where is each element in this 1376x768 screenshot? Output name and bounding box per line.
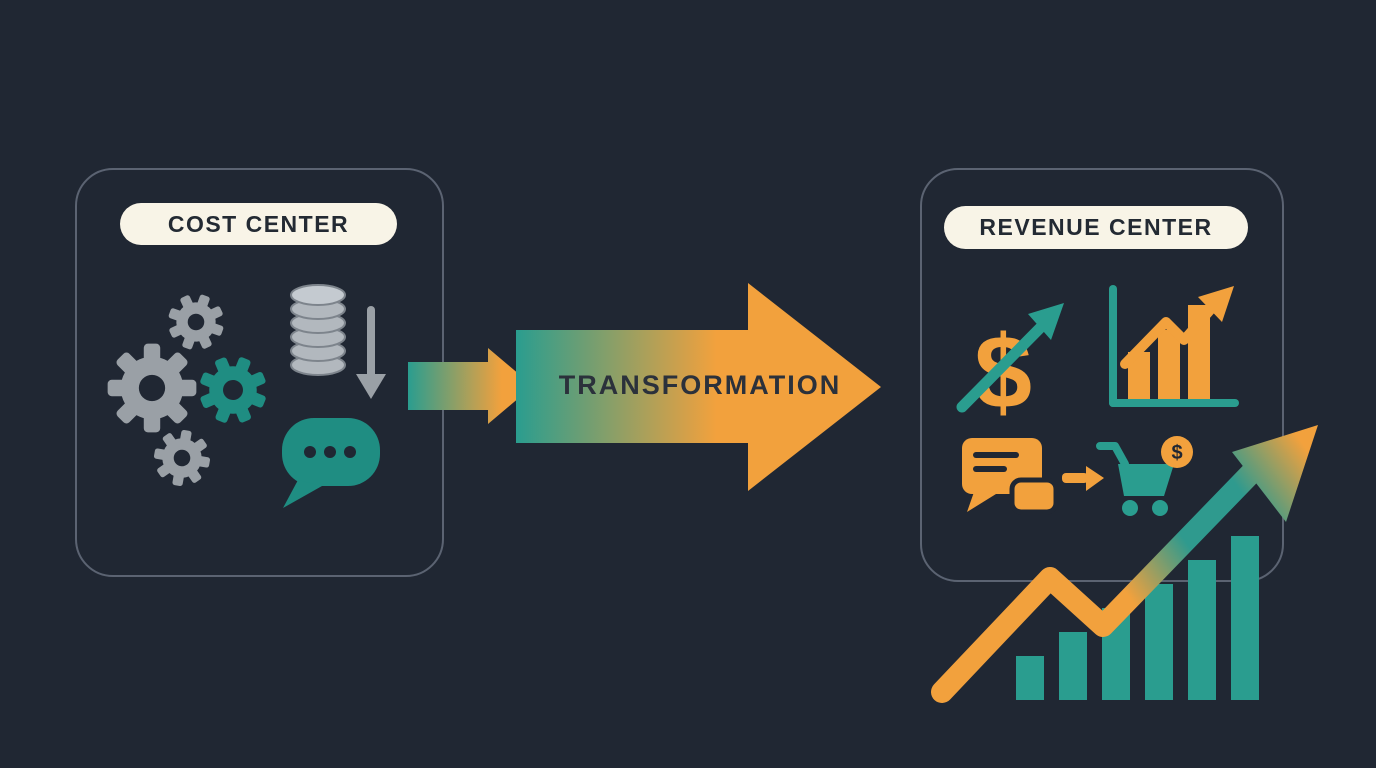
- coin-stack-icon: [290, 284, 346, 376]
- flow-arrow-icon: [1062, 466, 1104, 491]
- growth-chart-bars: [1016, 536, 1259, 700]
- coin-dollar-symbol: $: [1171, 442, 1182, 464]
- gears-icon: [107, 286, 277, 491]
- chat-bubble-icon: [962, 438, 1059, 515]
- revenue-center-panel: [920, 168, 1284, 582]
- growth-chart-arrow: [931, 425, 1318, 703]
- connector-arrow: [408, 348, 533, 424]
- decrease-arrow-icon: [356, 306, 386, 399]
- speech-bubble-icon: [282, 418, 380, 508]
- cost-center-title: COST CENTER: [167, 210, 350, 237]
- cost-center-label: COST CENTER: [120, 203, 397, 245]
- dollar-growth-icon: $: [956, 303, 1064, 431]
- revenue-center-title: REVENUE CENTER: [979, 214, 1213, 240]
- transformation-arrow: [516, 283, 881, 491]
- bar-chart-arrow-icon: [1109, 285, 1239, 407]
- transformation-label: TRANSFORMATION: [558, 370, 842, 400]
- dollar-coin-icon: $: [1161, 436, 1193, 468]
- shopping-cart-icon: [1096, 442, 1174, 516]
- revenue-center-label: REVENUE CENTER: [944, 206, 1248, 249]
